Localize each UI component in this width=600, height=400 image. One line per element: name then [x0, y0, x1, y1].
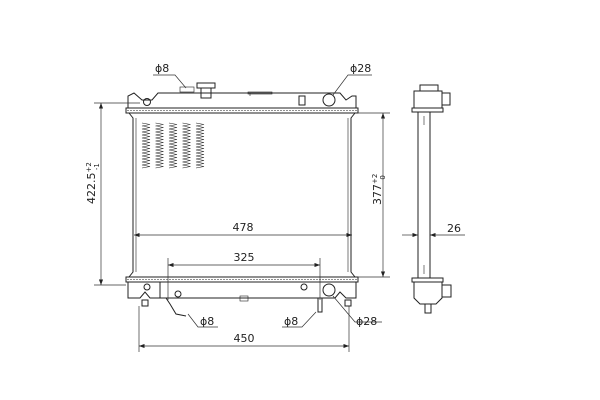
dim-outlet-spacing: 325	[167, 251, 321, 300]
radiator-core	[128, 112, 356, 278]
svg-text:ϕ28: ϕ28	[356, 315, 377, 328]
top-tank	[125, 91, 359, 114]
callout-top-small-port: ϕ8	[153, 62, 187, 89]
fin-column	[155, 122, 164, 169]
dim-overall-height: 422.5+2-1	[85, 102, 140, 286]
svg-text:ϕ8: ϕ8	[284, 315, 298, 328]
fin-pattern	[141, 122, 205, 169]
side-view	[411, 84, 452, 314]
callout-bottom-left-port: ϕ8	[187, 313, 218, 328]
radiator-cap	[179, 82, 216, 99]
svg-text:ϕ28: ϕ28	[350, 62, 371, 75]
svg-text:26: 26	[447, 222, 461, 235]
top-mid-fitting	[298, 95, 306, 106]
dim-core-width: 478	[134, 221, 352, 238]
callout-bottom-mid-port: ϕ8	[282, 311, 317, 328]
svg-text:478: 478	[233, 221, 254, 234]
svg-text:325: 325	[234, 251, 255, 264]
svg-text:450: 450	[234, 332, 255, 345]
svg-text:ϕ8: ϕ8	[200, 315, 214, 328]
dim-mount-spacing: 450	[138, 306, 350, 352]
bottom-outlet-pipe	[322, 283, 336, 297]
svg-text:ϕ8: ϕ8	[155, 62, 169, 75]
top-left-fitting	[143, 98, 151, 106]
svg-text:377+20: 377+20	[371, 174, 387, 205]
fin-column	[195, 122, 205, 169]
fin-column	[141, 122, 151, 169]
dim-core-height: 377+20	[358, 112, 390, 278]
bottom-tank	[125, 276, 359, 317]
svg-text:422.5+2-1: 422.5+2-1	[85, 162, 101, 204]
fin-column	[168, 122, 178, 169]
fin-column	[182, 122, 191, 169]
top-inlet-pipe	[322, 93, 336, 107]
callout-top-large-port: ϕ28	[332, 62, 372, 96]
dim-core-depth: 26	[402, 222, 465, 238]
callout-bottom-large-port: ϕ28	[332, 295, 382, 328]
